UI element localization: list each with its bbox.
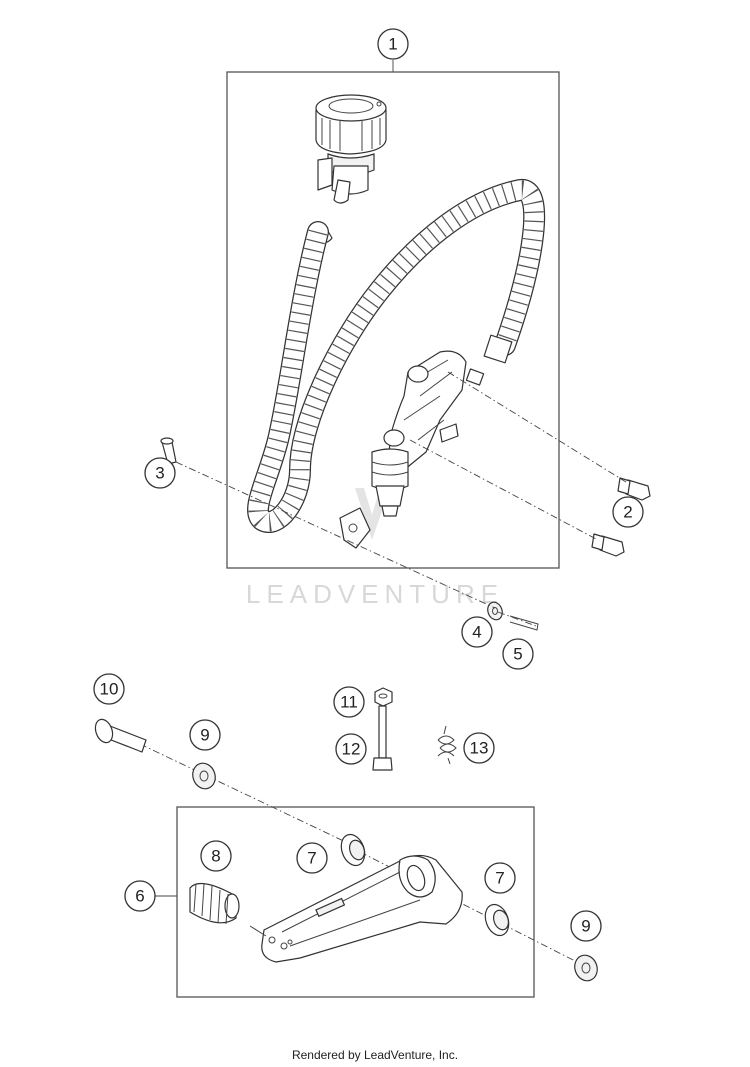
svg-text:7: 7 xyxy=(495,869,504,888)
bearing-upper xyxy=(340,833,366,867)
callout-8: 8 xyxy=(200,840,232,872)
svg-text:4: 4 xyxy=(472,623,481,642)
svg-text:10: 10 xyxy=(100,680,119,699)
callout-9-upper: 9 xyxy=(189,719,221,751)
reservoir xyxy=(315,94,387,204)
hose xyxy=(247,179,546,533)
callout-13: 13 xyxy=(463,732,495,764)
washer-lower xyxy=(574,954,598,982)
callout-5: 5 xyxy=(502,638,534,670)
callout-4: 4 xyxy=(461,616,493,648)
bolt-lower xyxy=(591,533,625,557)
assembly-lines xyxy=(139,371,627,967)
svg-text:11: 11 xyxy=(340,693,358,712)
svg-text:7: 7 xyxy=(307,849,316,868)
lever-grip xyxy=(189,882,240,925)
pin xyxy=(160,437,177,465)
master-cylinder-body xyxy=(339,350,485,549)
lever-group-frame xyxy=(176,806,535,998)
footer-credit: Rendered by LeadVenture, Inc. xyxy=(291,1048,459,1062)
pivot-bolt xyxy=(94,718,147,753)
callout-7-right: 7 xyxy=(484,862,516,894)
spring xyxy=(437,725,457,765)
svg-text:5: 5 xyxy=(513,645,522,664)
callout-12: 12 xyxy=(335,733,367,765)
svg-text:8: 8 xyxy=(211,847,220,866)
nut xyxy=(374,687,393,707)
washer-small xyxy=(487,601,503,621)
callout-9-lower: 9 xyxy=(570,910,602,942)
svg-text:9: 9 xyxy=(200,726,209,745)
callout-2: 2 xyxy=(612,496,644,528)
svg-text:3: 3 xyxy=(155,464,164,483)
svg-text:9: 9 xyxy=(581,917,590,936)
svg-text:2: 2 xyxy=(623,503,632,522)
watermark-text: LEADVENTURE xyxy=(246,579,504,609)
svg-text:13: 13 xyxy=(470,739,489,758)
callout-6: 6 xyxy=(124,880,156,912)
washer-upper xyxy=(192,762,216,790)
callout-1: 1 xyxy=(377,28,409,60)
adjuster-screw xyxy=(372,705,393,771)
callout-3: 3 xyxy=(144,457,176,489)
watermark: LEADVENTURE xyxy=(246,488,504,609)
bolt-upper xyxy=(617,477,651,501)
cotter-pin xyxy=(509,615,539,631)
svg-text:12: 12 xyxy=(342,740,361,759)
callout-7-left: 7 xyxy=(296,842,328,874)
callout-11: 11 xyxy=(333,686,365,718)
bearing-lower xyxy=(484,903,510,937)
callout-leaders xyxy=(155,60,394,897)
lever xyxy=(249,854,463,963)
svg-text:1: 1 xyxy=(388,35,397,54)
callout-10: 10 xyxy=(93,673,125,705)
svg-text:6: 6 xyxy=(135,887,144,906)
